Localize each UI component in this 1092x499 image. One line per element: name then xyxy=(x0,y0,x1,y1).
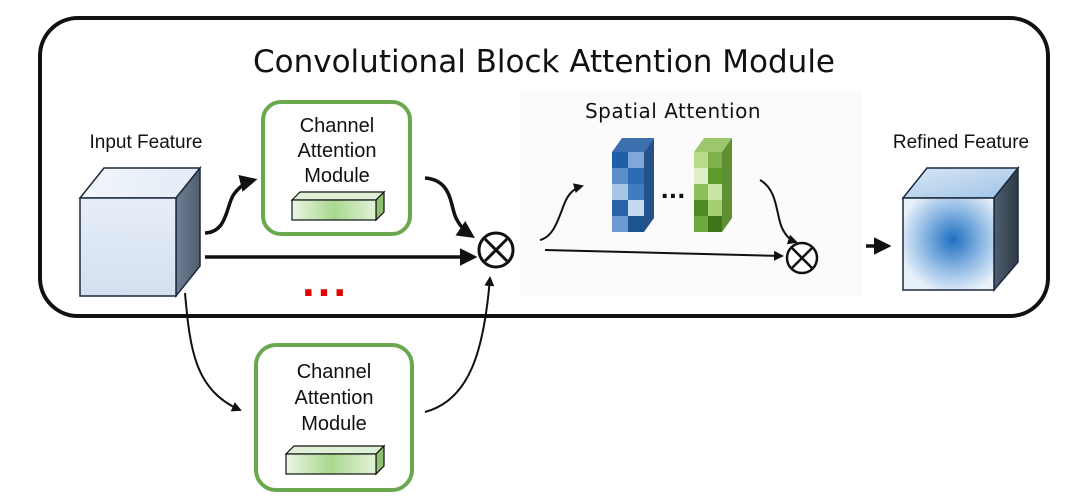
blue-feature-map-icon xyxy=(612,138,654,232)
module-top-line1: Channel xyxy=(300,115,375,137)
arrow-to-second-multiply xyxy=(544,249,784,261)
multiply-icon xyxy=(477,231,515,269)
module-bottom-line3: Module xyxy=(301,413,367,435)
spatial-ellipsis: ... xyxy=(660,179,685,204)
outer-module-frame xyxy=(38,16,1050,318)
spatial-attention-label: Spatial Attention xyxy=(585,99,761,123)
diagram-title: Convolutional Block Attention Module xyxy=(253,44,835,80)
arrow-input-to-top-module xyxy=(204,174,258,235)
input-feature-cube-icon xyxy=(78,165,202,299)
refined-feature-label: Refined Feature xyxy=(893,132,1029,153)
arrow-maps-to-multiply xyxy=(759,179,798,245)
arrow-input-to-bottom-module xyxy=(184,292,242,412)
module-top-line3: Module xyxy=(304,165,370,187)
red-ellipsis: ... xyxy=(301,264,348,305)
module-top-line2: Attention xyxy=(298,140,377,162)
arrow-top-module-to-multiply xyxy=(424,176,475,238)
channel-attention-module-top: Channel Attention Module xyxy=(261,100,412,236)
channel-vector-bar-icon xyxy=(290,190,386,222)
channel-attention-module-bottom: Channel Attention Module xyxy=(254,343,414,492)
refined-feature-cube-icon xyxy=(901,165,1020,293)
module-bottom-line1: Channel xyxy=(297,361,372,383)
green-feature-map-icon xyxy=(694,138,732,232)
input-feature-label: Input Feature xyxy=(89,132,202,153)
arrow-bottom-module-to-multiply xyxy=(424,276,495,413)
arrow-to-spatial-maps xyxy=(539,183,584,241)
channel-vector-bar-icon xyxy=(284,444,386,476)
multiply-icon xyxy=(785,241,819,275)
module-bottom-line2: Attention xyxy=(295,387,374,409)
